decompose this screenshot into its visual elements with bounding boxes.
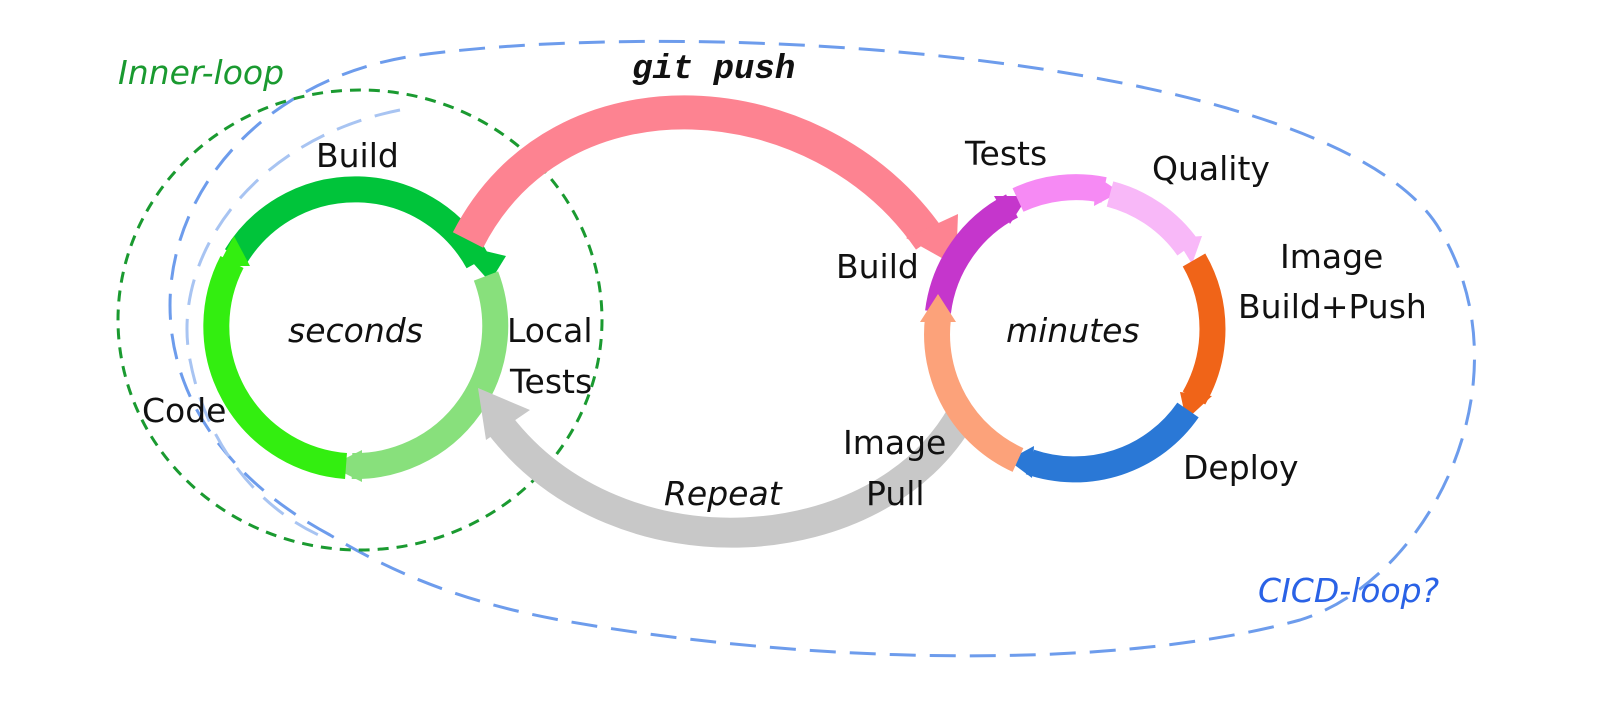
inner-build-arc bbox=[224, 176, 490, 269]
outer-image-build-push-arc bbox=[1182, 253, 1226, 405]
outer-quality-arrowhead bbox=[1176, 236, 1202, 264]
quality-label: Quality bbox=[1152, 149, 1270, 188]
repeat-arrow bbox=[488, 406, 976, 548]
tests-label: Tests bbox=[964, 134, 1047, 173]
inner-code-arrowhead bbox=[218, 236, 250, 266]
inner-build-arrowhead bbox=[456, 244, 506, 282]
repeat-label: Repeat bbox=[664, 474, 783, 513]
image-build-push-label-line2: Build+Push bbox=[1238, 287, 1427, 326]
outer-image-pull-arc bbox=[924, 316, 1024, 472]
cicd-loop-inner-edge bbox=[185, 108, 401, 542]
inner-loop-label: Inner-loop bbox=[118, 53, 284, 92]
git-push-arrow bbox=[452, 95, 944, 250]
inner-code-arc bbox=[203, 256, 348, 479]
deploy-label: Deploy bbox=[1183, 448, 1299, 487]
repeat-arrowhead bbox=[478, 388, 530, 440]
inner-cycle bbox=[203, 176, 509, 482]
minutes-label: minutes bbox=[1006, 311, 1140, 350]
outer-tests-arrowhead bbox=[1094, 176, 1120, 206]
inner-build-label: Build bbox=[316, 136, 399, 175]
code-label: Code bbox=[142, 391, 226, 430]
outer-deploy-arc bbox=[1025, 402, 1199, 483]
seconds-label: seconds bbox=[288, 311, 423, 350]
outer-build-arc bbox=[925, 194, 1019, 314]
inner-loop-boundary bbox=[116, 88, 604, 552]
inner-local-tests-arc bbox=[351, 271, 509, 480]
outer-image-pull-arrowhead bbox=[920, 294, 956, 322]
outer-quality-arc bbox=[1106, 181, 1199, 256]
image-pull-label-line2: Pull bbox=[866, 474, 925, 513]
local-tests-label-line2: Tests bbox=[509, 362, 592, 401]
image-build-push-label-line1: Image bbox=[1280, 237, 1383, 276]
outer-tests-arc bbox=[1012, 174, 1107, 212]
outer-deploy-arrowhead bbox=[1008, 446, 1034, 478]
cicd-loop-label: CICD-loop? bbox=[1258, 571, 1439, 610]
git-push-label: git push bbox=[632, 51, 795, 89]
cicd-cycle bbox=[920, 174, 1226, 483]
cicd-loop-boundary bbox=[168, 39, 1476, 658]
outer-build-label: Build bbox=[836, 247, 919, 286]
local-tests-label-line1: Local bbox=[507, 311, 593, 350]
image-pull-label-line1: Image bbox=[843, 423, 946, 462]
